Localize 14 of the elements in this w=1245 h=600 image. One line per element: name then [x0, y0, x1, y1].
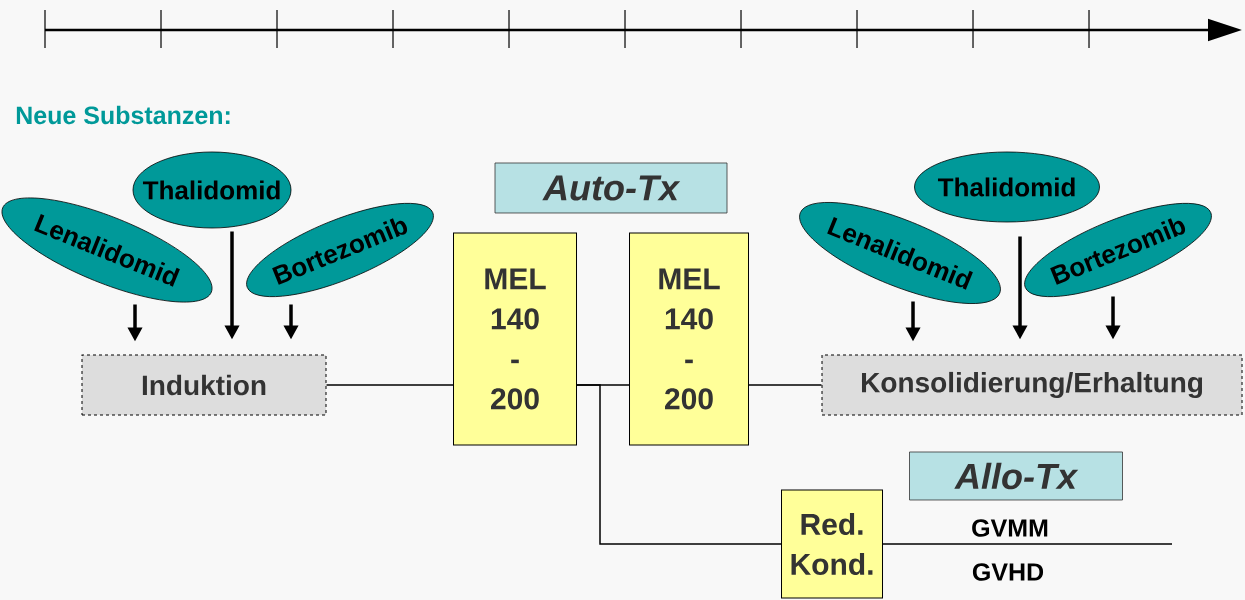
effect-label: GVHD: [970, 562, 1046, 582]
connector-line: [325, 384, 454, 386]
phase-box: Konsolidierung/Erhaltung: [821, 354, 1243, 416]
connector-line: [748, 384, 823, 386]
connector-line: [576, 384, 782, 545]
phase-box: Induktion: [81, 354, 327, 416]
heading: Neue Substanzen:: [16, 105, 230, 125]
effect-label: GVMM: [970, 518, 1050, 538]
connector-line: [882, 543, 1173, 545]
therapy-header-box: Auto-Tx: [494, 162, 728, 214]
treatment-box: Red. Kond.: [781, 489, 883, 599]
treatment-box: MEL 140 - 200: [629, 232, 749, 446]
treatment-box: MEL 140 - 200: [453, 232, 577, 446]
therapy-header-box: Allo-Tx: [909, 451, 1123, 501]
